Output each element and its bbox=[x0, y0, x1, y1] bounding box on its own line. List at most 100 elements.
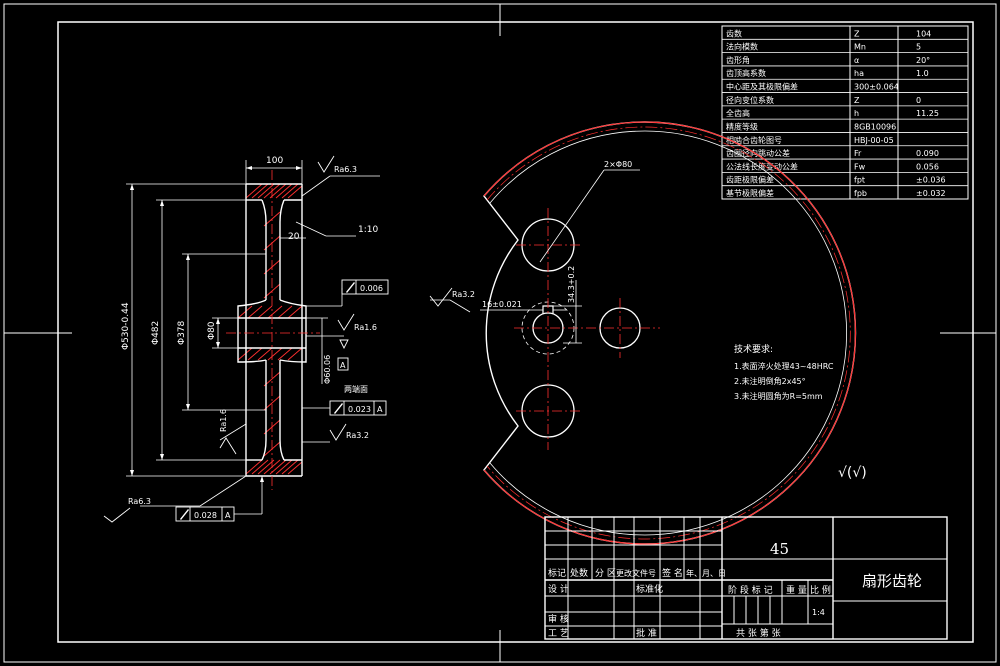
datum-a: A bbox=[340, 361, 346, 370]
dim-outer-dia: Φ530-0.44 bbox=[121, 302, 131, 350]
dim-bore: Φ80 bbox=[207, 321, 217, 340]
tolerance-symbols bbox=[180, 282, 355, 520]
param-cell-value: 20° bbox=[916, 56, 930, 65]
tb-sign: 签 名 bbox=[662, 567, 683, 579]
centering-marks bbox=[4, 4, 996, 662]
tb-process: 工 艺 bbox=[548, 628, 569, 639]
tb-material: 45 bbox=[770, 540, 789, 558]
tb-review: 审 核 bbox=[548, 613, 569, 625]
tb-stage: 阶 段 标 记 bbox=[728, 584, 773, 596]
tol-runout-value: 0.028 bbox=[194, 511, 217, 520]
param-cell-name: 相啮合齿轮图号 bbox=[726, 135, 782, 145]
dim-482: Φ482 bbox=[151, 321, 161, 345]
tb-design: 设 计 bbox=[548, 583, 569, 595]
param-cell-symbol: α bbox=[854, 56, 859, 65]
param-cell-symbol: fpb bbox=[854, 189, 867, 198]
holes-note: 2×Φ80 bbox=[604, 160, 632, 169]
roughness-key: Ra3.2 bbox=[452, 290, 475, 299]
tb-change-doc: 更改文件号 bbox=[616, 568, 656, 578]
gear-parameter-table: 齿数 Z 104 法向模数 Mn 5 齿形角 α 20° 齿顶高系数 ha 1.0 中心距及其极限偏差 3… bbox=[721, 25, 969, 200]
param-cell-symbol: ha bbox=[854, 69, 864, 78]
taper-ratio: 1:10 bbox=[358, 225, 378, 235]
tb-sheets: 共 张 第 张 bbox=[736, 627, 781, 639]
param-cell-value: 0 bbox=[916, 96, 921, 105]
tol-runout-datum: A bbox=[225, 511, 231, 520]
param-cell-name: 齿数 bbox=[726, 28, 742, 38]
keyway-width: 16±0.021 bbox=[482, 300, 522, 309]
hatch-bottom-rim bbox=[245, 459, 303, 475]
tb-ratio: 比 例 bbox=[810, 584, 831, 596]
section-outline bbox=[237, 183, 307, 477]
param-cell-symbol: 8GB10096 bbox=[854, 122, 896, 131]
param-cell-name: 基节极限偏差 bbox=[726, 188, 774, 198]
param-cell-name: 精度等级 bbox=[726, 121, 758, 131]
param-cell-value: 0.090 bbox=[916, 149, 939, 158]
dedendum-arc bbox=[489, 130, 848, 536]
roughness-bore: Ra1.6 bbox=[354, 323, 377, 332]
tol-face-value: 0.023 bbox=[348, 405, 371, 414]
general-roughness: √(√) bbox=[838, 465, 867, 481]
param-cell-name: 法向模数 bbox=[726, 42, 758, 52]
dim-378: Φ378 bbox=[177, 320, 187, 345]
hatch-hub bbox=[237, 305, 303, 361]
section-arrowheads bbox=[130, 166, 302, 482]
param-cell-name: 齿圈径向跳动公差 bbox=[726, 148, 790, 158]
param-cell-value: ±0.036 bbox=[916, 176, 946, 185]
param-cell-symbol: 300±0.064 bbox=[854, 83, 899, 92]
param-cell-value: 0.056 bbox=[916, 162, 939, 171]
tb-scale-value: 1:4 bbox=[812, 608, 825, 617]
param-cell-name: 中心距及其极限偏差 bbox=[726, 82, 798, 92]
roughness-bottom: Ra3.2 bbox=[346, 431, 369, 440]
param-cell-name: 齿形角 bbox=[726, 55, 750, 65]
param-cell-value: 1.0 bbox=[916, 69, 929, 78]
tol-face-datum: A bbox=[377, 405, 383, 414]
param-cell-symbol: fpt bbox=[854, 176, 865, 185]
param-cell-value: 104 bbox=[916, 29, 931, 38]
dim-hub-dia: Φ60.06 bbox=[323, 355, 332, 384]
param-cell-symbol: Fr bbox=[854, 149, 862, 158]
dim-width: 100 bbox=[266, 156, 283, 166]
hatch-top-rim bbox=[245, 183, 303, 199]
param-cell-name: 全齿高 bbox=[726, 108, 750, 118]
param-cell-symbol: Fw bbox=[854, 162, 866, 171]
tb-standard: 标准化 bbox=[636, 583, 663, 595]
addendum-arc bbox=[483, 121, 856, 545]
tech-req-item-3: 3.未注明圆角为R=5mm bbox=[734, 391, 823, 401]
param-cell-name: 径向变位系数 bbox=[726, 95, 774, 105]
param-cell-value: 11.25 bbox=[916, 109, 939, 118]
pitch-arc bbox=[486, 126, 851, 540]
param-cell-symbol: Z bbox=[854, 96, 860, 105]
front-center-lines bbox=[514, 208, 660, 450]
section-center-lines bbox=[226, 170, 320, 490]
hatch-lines bbox=[237, 183, 303, 475]
tb-date: 年、月、日 bbox=[686, 568, 726, 578]
tb-zone: 分 区 bbox=[595, 568, 616, 579]
roughness-left: Ra1.6 bbox=[219, 409, 228, 432]
keyway-depth: 34.3+0.2 bbox=[567, 266, 576, 303]
tb-mark: 标记 bbox=[548, 567, 566, 579]
roughness-base: Ra6.3 bbox=[128, 497, 151, 506]
drawing-frame bbox=[57, 21, 974, 643]
param-cell-value: 5 bbox=[916, 43, 921, 52]
param-cell-symbol: h bbox=[854, 109, 859, 118]
param-cell-name: 齿顶高系数 bbox=[726, 68, 766, 78]
dim-hub-length: 20 bbox=[288, 232, 300, 242]
tolerance-frames bbox=[175, 279, 389, 522]
technical-requirements: 技术要求: 1.表面淬火处理43~48HRC 2.未注明倒角2x45° 3.未注… bbox=[734, 343, 834, 401]
gear-section-view: 100 20 1:10 Ra6.3 Ra1.6 Ra3.2 Ra1.6 Ra6.… bbox=[103, 155, 389, 523]
param-cell-name: 公法线长度变动公差 bbox=[726, 161, 798, 171]
tb-part-name: 扇形齿轮 bbox=[862, 572, 922, 590]
param-cell-symbol: Mn bbox=[854, 43, 866, 52]
param-cell-symbol: HBJ-00-05 bbox=[854, 136, 894, 145]
both-faces-label: 两端面 bbox=[344, 384, 368, 394]
tb-approve: 批 准 bbox=[636, 627, 657, 639]
tech-req-item-2: 2.未注明倒角2x45° bbox=[734, 376, 806, 386]
roughness-symbols bbox=[103, 155, 355, 523]
tb-count: 处数 bbox=[570, 567, 588, 579]
title-grid-left bbox=[545, 517, 833, 639]
sector-gear-front-view: 2×Φ80 16±0.021 34.3+0.2 Ra3.2 bbox=[429, 121, 857, 545]
param-cell-symbol: Z bbox=[854, 29, 860, 38]
section-dimensions bbox=[126, 160, 380, 515]
title-block bbox=[544, 516, 948, 640]
